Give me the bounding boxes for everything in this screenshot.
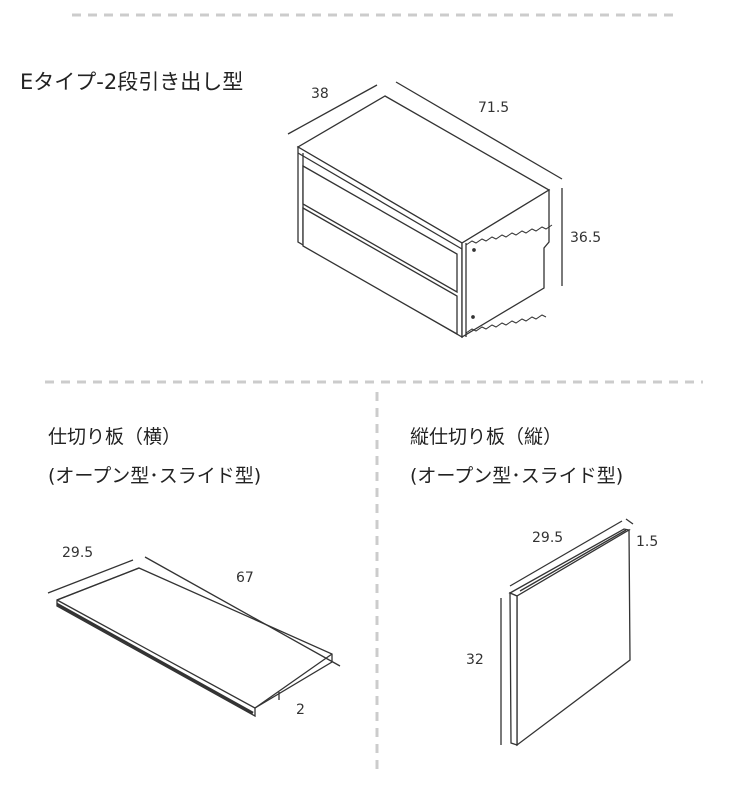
vertical-divider-subtitle: (オープン型･スライド型)	[410, 465, 624, 487]
horizontal-divider-subtitle: (オープン型･スライド型)	[48, 465, 262, 487]
vertical-divider-height-label: 32	[466, 652, 484, 668]
horizontal-divider-thickness-label: 2	[296, 702, 305, 718]
vertical-divider-drawing	[508, 528, 631, 747]
cabinet-drawing	[296, 95, 553, 339]
horizontal-divider-width-label: 67	[236, 570, 254, 586]
cabinet-height-label: 36.5	[570, 230, 602, 246]
vertical-divider-dimension-lines	[500, 518, 634, 745]
vertical-divider-title: 縦仕切り板（縦）	[410, 426, 563, 448]
cabinet-width-label: 71.5	[478, 100, 510, 116]
cabinet-depth-label: 38	[311, 86, 329, 102]
vertical-divider-depth-label: 29.5	[532, 530, 564, 546]
horizontal-divider-drawing	[56, 567, 333, 718]
horizontal-divider-dimension-lines	[47, 556, 341, 667]
cabinet-dimension-lines	[287, 81, 563, 286]
type-e-title: Eタイプ-2段引き出し型	[20, 70, 244, 94]
vertical-divider-thickness-label: 1.5	[636, 534, 659, 550]
horizontal-divider-title: 仕切り板（横）	[48, 426, 182, 448]
horizontal-divider-depth-label: 29.5	[62, 545, 94, 561]
